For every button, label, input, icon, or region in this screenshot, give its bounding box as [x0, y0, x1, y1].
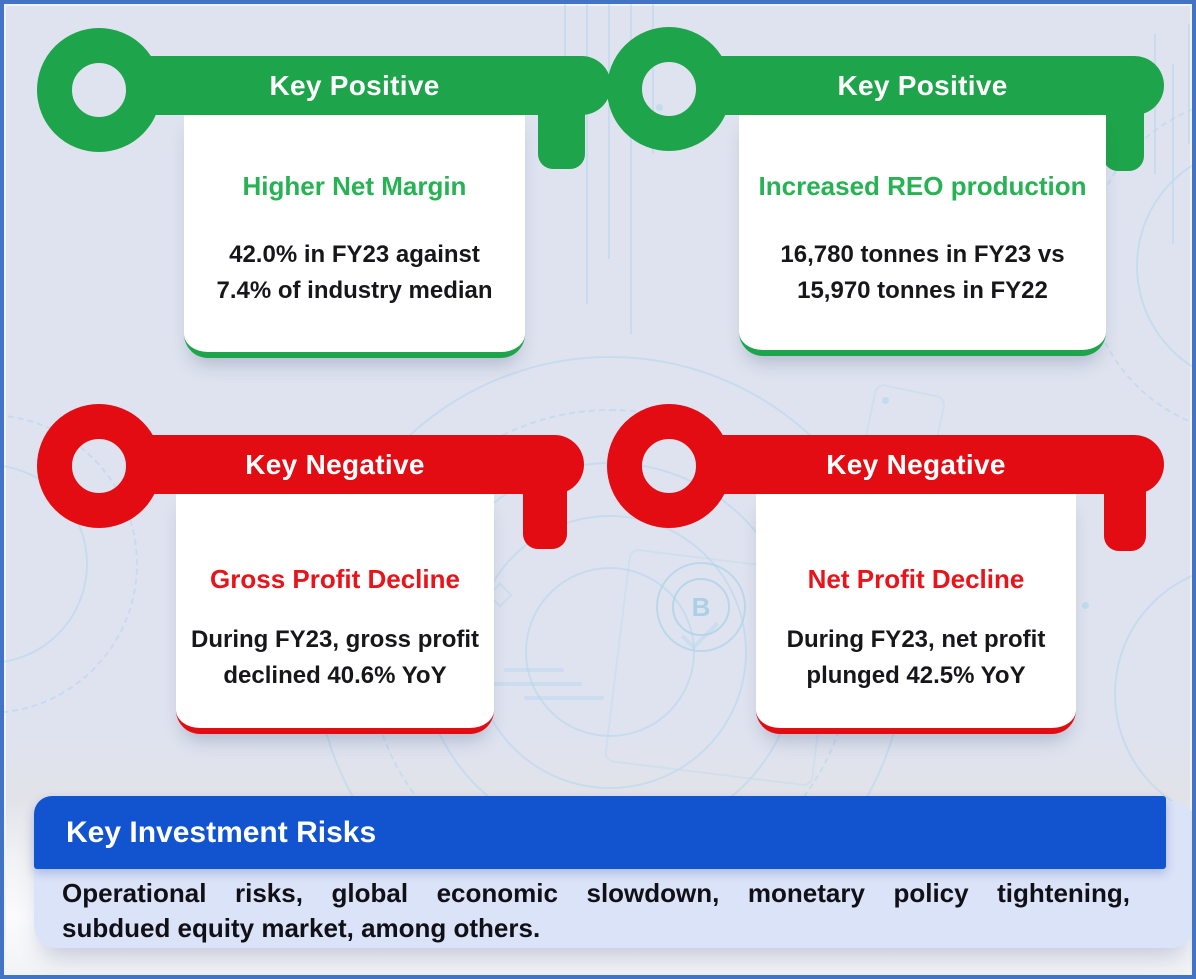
risks-header: Key Investment Risks [34, 796, 1166, 869]
key-shaft [128, 56, 611, 115]
circuit-dash [504, 668, 564, 672]
key-tooth [1104, 489, 1146, 551]
key-card: Net Profit Decline During FY23, net prof… [756, 494, 1076, 734]
card-title: Higher Net Margin [242, 171, 467, 201]
circuit-trace [1172, 64, 1174, 244]
risks-body: Operational risks, global economic slowd… [62, 876, 1130, 946]
card-body-line: plunged 42.5% YoY [806, 662, 1026, 689]
card-body: During FY23, net profit plunged 42.5% Yo… [756, 622, 1076, 694]
key-card: Higher Net Margin 42.0% in FY23 against … [184, 115, 525, 358]
risks-body-line: Operational risks, global economic slowd… [62, 878, 1130, 908]
circuit-dot [1082, 602, 1089, 609]
card-title: Increased REO production [758, 171, 1087, 201]
key-banner-label: Key Negative [826, 449, 1006, 480]
coin-letter: B [672, 578, 730, 636]
risks-body-line: subdued equity market, among others. [62, 913, 541, 943]
circuit-ring [1114, 564, 1192, 824]
risks-title: Key Investment Risks [66, 816, 377, 849]
circuit-trace [608, 4, 610, 259]
key-banner-label: Key Negative [245, 449, 425, 480]
key-banner-label: Key Positive [269, 70, 440, 101]
card-body-line: During FY23, net profit [786, 626, 1046, 653]
card-body: 42.0% in FY23 against 7.4% of industry m… [184, 237, 525, 309]
card-body-line: 16,780 tonnes in FY23 vs [780, 241, 1065, 268]
key-shaft [698, 435, 1164, 494]
card-body-line: During FY23, gross profit [190, 626, 480, 653]
circuit-dash [524, 696, 604, 700]
card-title: Net Profit Decline [807, 564, 1025, 594]
circuit-ring [525, 567, 695, 737]
card-title: Gross Profit Decline [210, 564, 460, 594]
card-body-line: 15,970 tonnes in FY22 [797, 277, 1048, 304]
circuit-trace [586, 4, 588, 304]
circuit-trace [1188, 24, 1190, 144]
key-shaft [698, 56, 1164, 115]
card-body: 16,780 tonnes in FY23 vs 15,970 tonnes i… [739, 237, 1106, 309]
card-body-line: 7.4% of industry median [216, 277, 493, 304]
coin-icon [656, 562, 746, 652]
key-card: Increased REO production 16,780 tonnes i… [739, 115, 1106, 356]
key-banner-label: Key Positive [837, 70, 1008, 101]
circuit-ring [473, 515, 747, 789]
key-shaft [128, 435, 584, 494]
checkmark-shape [680, 611, 720, 651]
key-tooth [1103, 110, 1144, 171]
card-body-line: declined 40.6% YoY [223, 662, 447, 689]
key-card: Gross Profit Decline During FY23, gross … [176, 494, 494, 734]
card-body-line: 42.0% in FY23 against [229, 241, 480, 268]
key-tooth [523, 489, 567, 549]
circuit-ring [1136, 146, 1192, 386]
card-body: During FY23, gross profit declined 40.6%… [176, 622, 494, 694]
key-tooth [538, 110, 585, 169]
circuit-dot [882, 397, 889, 404]
